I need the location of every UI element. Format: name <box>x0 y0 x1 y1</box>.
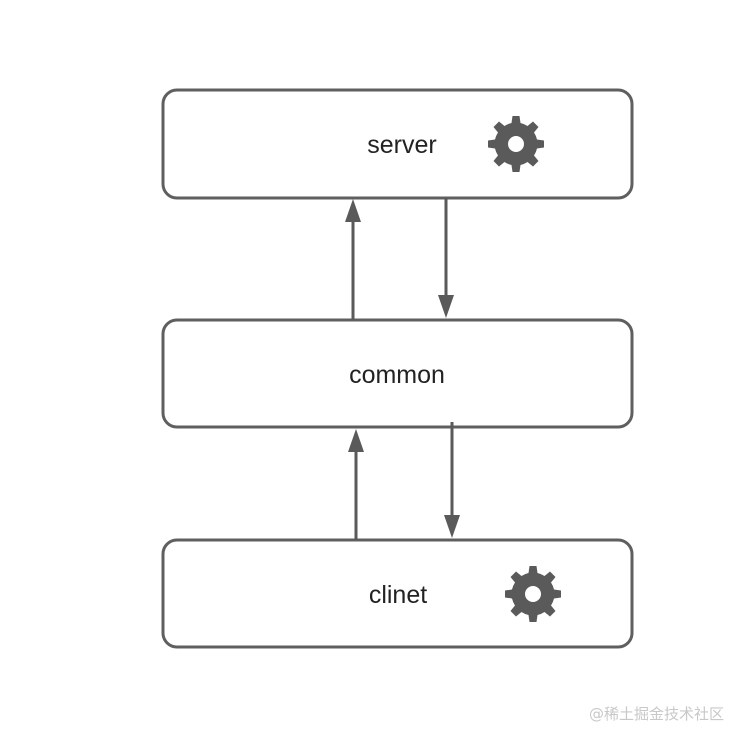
arrow-client-to-common <box>348 429 364 540</box>
arrow-common-to-server <box>345 199 361 320</box>
common-label: common <box>349 361 445 389</box>
arrow-common-to-client <box>444 422 460 538</box>
watermark: @稀土掘金技术社区 <box>588 705 724 723</box>
client-box <box>161 538 634 649</box>
common-box <box>161 318 634 429</box>
server-label: server <box>367 131 436 159</box>
server-node: server <box>161 88 634 200</box>
arrow-server-to-common <box>438 198 454 318</box>
client-node: clinet <box>161 538 634 649</box>
client-label: clinet <box>369 581 427 609</box>
common-node: common <box>161 318 634 429</box>
